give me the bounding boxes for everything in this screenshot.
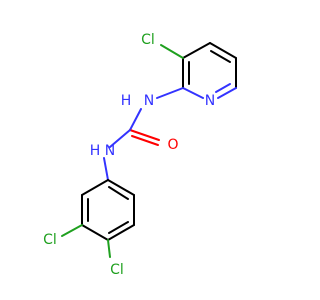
- bond-c3-cl: [160, 44, 184, 59]
- bond-a6-a1-inner: [108, 186, 129, 200]
- bond-carbonyl-nh: [109, 129, 131, 148]
- bond-a4-a5: [107, 224, 135, 241]
- bond-c4-c5-inner: [210, 50, 231, 63]
- bond-nh-carbonyl: [129, 108, 142, 131]
- chlorine-atom-label: Cl: [141, 32, 155, 48]
- structure-canvas: Cl N N H N H O Cl Cl: [43, 32, 237, 278]
- bond-carbonyl-o-double: [131, 135, 159, 146]
- bond-a3-a4: [81, 224, 109, 241]
- bond-a1-a2: [81, 179, 109, 196]
- chlorine-atom-label: Cl: [43, 232, 57, 248]
- bond-a4-a5-inner: [108, 221, 129, 234]
- chlorine-atom-label: Cl: [110, 262, 124, 278]
- bond-c2-nh: [156, 87, 184, 99]
- bond-a6-a1: [107, 179, 135, 196]
- bond-c6-n-inner: [215, 83, 231, 93]
- carbonyl-oxygen-label: O: [167, 137, 178, 153]
- bond-carbonyl-o: [129, 129, 160, 141]
- amide-nitrogen-label: N: [105, 143, 115, 159]
- bond-c6-n: [217, 87, 237, 99]
- bond-a4-cl: [107, 239, 111, 258]
- bond-nh-aryl: [103, 157, 109, 181]
- amide-hydrogen-label: H: [90, 143, 101, 159]
- amide-hydrogen-label: H: [121, 93, 132, 109]
- bond-n-c2: [182, 87, 204, 99]
- bond-a3-cl: [61, 224, 83, 237]
- pyridine-nitrogen-label: N: [205, 93, 215, 109]
- bond-c3-c4: [182, 42, 211, 59]
- bond-c4-c5: [209, 42, 237, 59]
- structure-diagram: Cl N N H N H O Cl Cl: [43, 32, 237, 278]
- amide-nitrogen-label: N: [144, 93, 154, 109]
